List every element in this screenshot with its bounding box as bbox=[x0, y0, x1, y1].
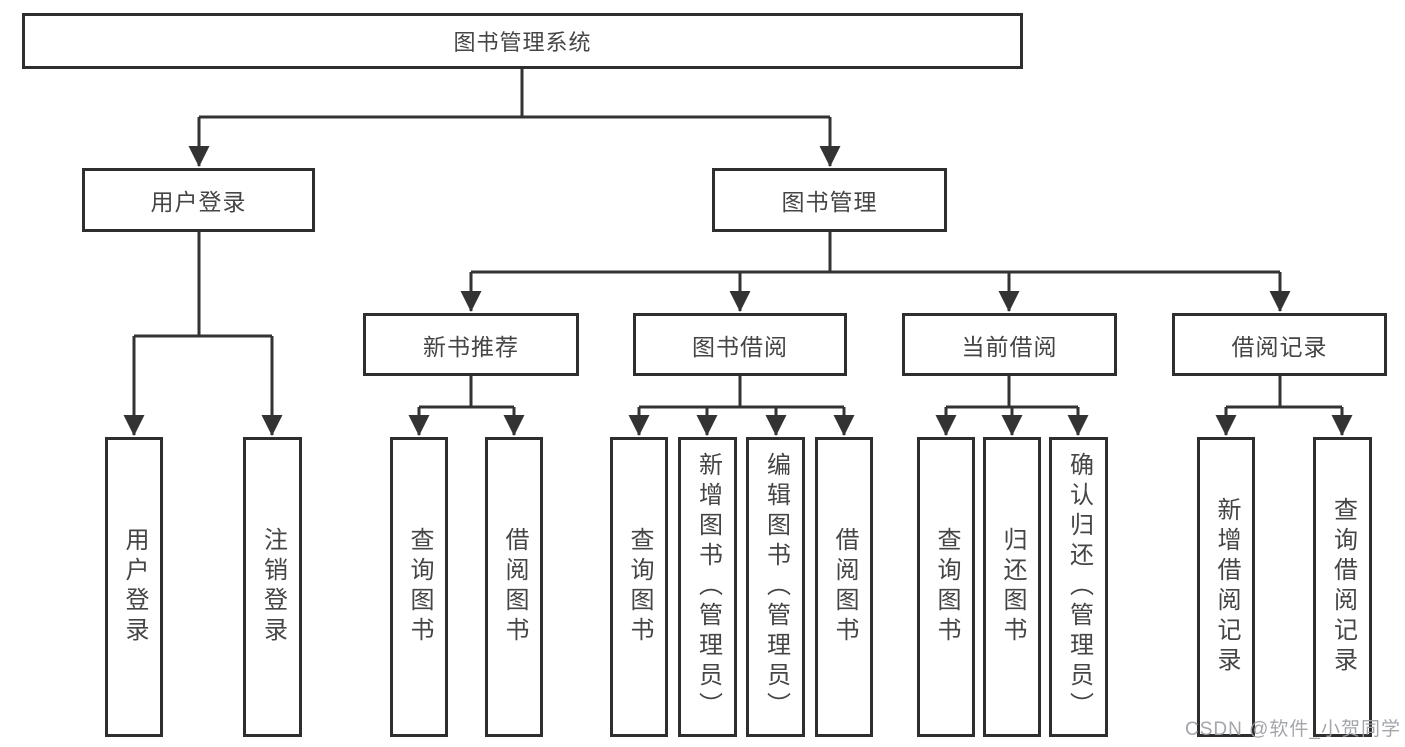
leaf-query-books-recommendation: 查询图书 bbox=[390, 437, 448, 737]
leaf-add-book-admin-label: 新增图书（管理员） bbox=[694, 452, 722, 722]
leaf-query-books-borrowing: 查询图书 bbox=[610, 437, 668, 737]
leaf-query-borrow-record-label: 查询借阅记录 bbox=[1329, 497, 1357, 677]
leaf-query-books-borrowing-label: 查询图书 bbox=[626, 527, 653, 647]
leaf-add-book-admin: 新增图书（管理员） bbox=[678, 437, 737, 737]
leaf-add-borrow-record: 新增借阅记录 bbox=[1197, 437, 1255, 737]
leaf-borrow-books-recommendation-label: 借阅图书 bbox=[501, 527, 528, 647]
node-book-borrowing: 图书借阅 bbox=[633, 313, 847, 376]
leaf-confirm-return-admin-label: 确认归还（管理员） bbox=[1065, 452, 1093, 722]
leaf-return-books: 归还图书 bbox=[983, 437, 1041, 737]
node-book-management: 图书管理 bbox=[712, 168, 947, 232]
csdn-watermark: CSDN @软件_小贺同学 bbox=[1185, 719, 1401, 740]
leaf-borrow-books-label: 借阅图书 bbox=[831, 527, 858, 647]
leaf-user-login: 用户登录 bbox=[105, 437, 163, 737]
leaf-edit-book-admin: 编辑图书（管理员） bbox=[746, 437, 805, 737]
root-node-library-management-system: 图书管理系统 bbox=[22, 13, 1023, 69]
leaf-borrow-books: 借阅图书 bbox=[815, 437, 873, 737]
leaf-logout-label: 注销登录 bbox=[259, 527, 287, 647]
leaf-return-books-label: 归还图书 bbox=[999, 527, 1026, 647]
leaf-query-books-current: 查询图书 bbox=[917, 437, 975, 737]
leaf-edit-book-admin-label: 编辑图书（管理员） bbox=[762, 452, 790, 722]
leaf-borrow-books-recommendation: 借阅图书 bbox=[485, 437, 543, 737]
leaf-query-borrow-record: 查询借阅记录 bbox=[1313, 437, 1372, 737]
leaf-logout: 注销登录 bbox=[243, 437, 302, 737]
leaf-query-books-current-label: 查询图书 bbox=[933, 527, 960, 647]
node-borrowing-records: 借阅记录 bbox=[1172, 313, 1387, 376]
node-user-login: 用户登录 bbox=[82, 168, 315, 232]
node-new-book-recommendation: 新书推荐 bbox=[363, 313, 579, 376]
leaf-user-login-label: 用户登录 bbox=[121, 527, 148, 647]
leaf-add-borrow-record-label: 新增借阅记录 bbox=[1213, 497, 1240, 677]
leaf-confirm-return-admin: 确认归还（管理员） bbox=[1049, 437, 1108, 737]
leaf-query-books-recommendation-label: 查询图书 bbox=[406, 527, 433, 647]
node-current-borrowing: 当前借阅 bbox=[902, 313, 1117, 376]
